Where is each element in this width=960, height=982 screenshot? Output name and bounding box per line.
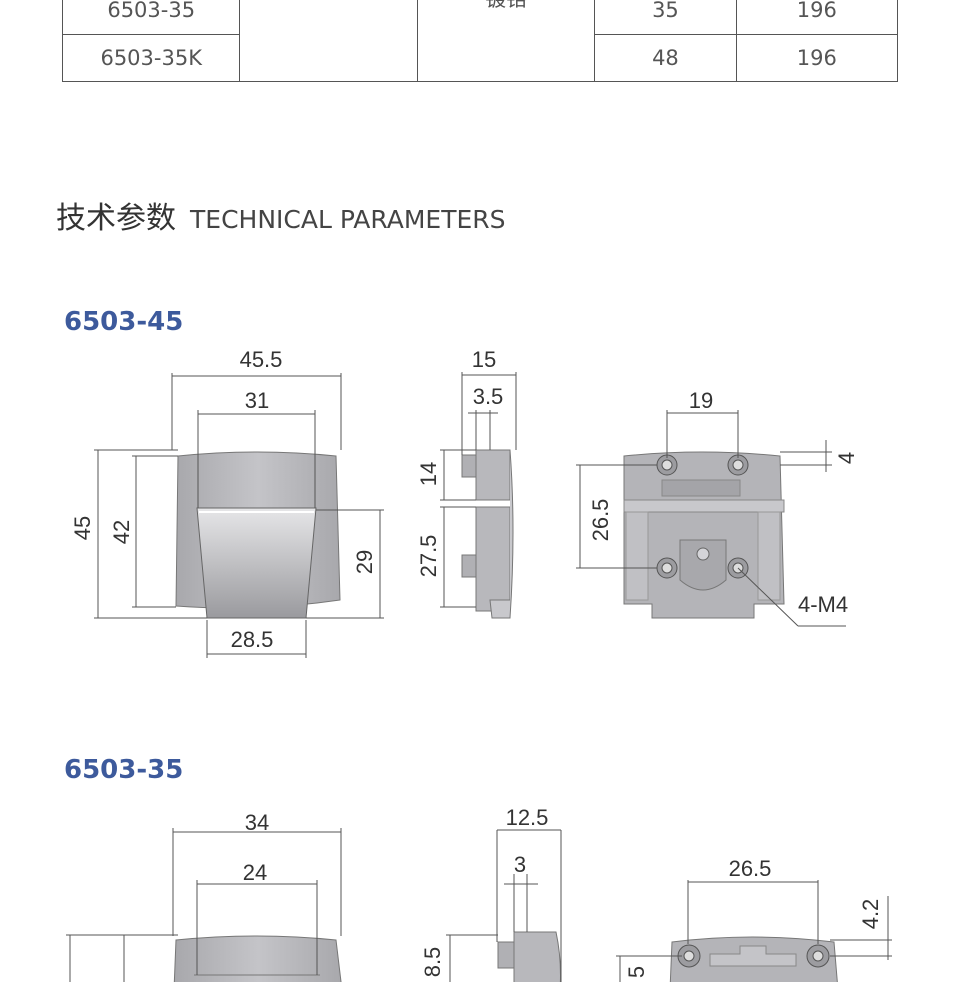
table-cell [239,0,418,82]
dim-lower: 27.5 [416,535,441,578]
dim-overall-height: 45 [70,516,95,540]
back-view-6503-45: 19 4 26.5 4-M4 [576,388,859,627]
dim-depth-35: 12.5 [506,805,549,830]
table-cell-value: 196 [735,0,899,35]
heading-cn: 技术参数 [56,201,176,236]
dim-hole-offset-35: 4.2 [858,899,883,930]
dim-thread: 4-M4 [798,592,848,617]
side-view-6503-45: 15 3.5 14 27.5 [416,347,517,619]
dim-hole-spacing-35: 26.5 [729,856,772,881]
dim-step-35: 3 [514,852,526,877]
material-text: 镀铬 [485,0,527,13]
side-view-6503-35: 12.5 3 8.5 [420,805,562,982]
model-title-6503-45: 6503-45 [64,307,184,337]
dim-hole-offset: 4 [834,452,859,464]
latch-lever [196,507,317,619]
dim-inner-width: 31 [245,388,269,413]
dim-step: 3.5 [473,384,504,409]
table-row: 6503-35 镀铬 35 196 [61,0,899,82]
back-view-6503-35: 26.5 4.2 5 [616,856,892,982]
dim-depth: 15 [472,347,496,372]
dim-upper: 14 [416,462,441,486]
table-cell-model: 6503-35 [61,0,241,35]
heading-en: TECHNICAL PARAMETERS [190,205,506,234]
table-cell-value: 35 [594,0,737,35]
dim-inner-width-35: 24 [243,860,267,885]
front-view-6503-35: 34 24 [66,810,342,982]
dim-upper-35: 8.5 [420,947,445,978]
side-upper-block [475,449,511,501]
dim-lever-width: 28.5 [231,627,274,652]
section-heading: 技术参数 TECHNICAL PARAMETERS [56,193,506,237]
dim-vertical-spacing-35: 5 [624,966,649,978]
dim-hole-spacing: 19 [689,388,713,413]
dim-overall-width: 45.5 [240,347,283,372]
table-cell-material: 镀铬 [416,0,596,82]
table-row: 6503-35K 48 196 [61,33,899,82]
dim-lever-height: 29 [352,550,377,574]
dim-inner-height: 42 [109,520,134,544]
dim-overall-width-35: 34 [245,810,269,835]
table-cell-model: 6503-35K [61,33,241,82]
dim-vertical-spacing: 26.5 [588,499,613,542]
table-cell-value: 196 [735,33,899,82]
side-lower-block [475,506,511,612]
front-view-6503-45: 45.5 31 45 42 29 28.5 [70,347,384,658]
spec-table: 6503-35 镀铬 35 196 6503-35K 48 196 [61,0,899,82]
model-title-6503-35: 6503-35 [64,755,184,785]
table-cell-value: 48 [594,33,737,82]
